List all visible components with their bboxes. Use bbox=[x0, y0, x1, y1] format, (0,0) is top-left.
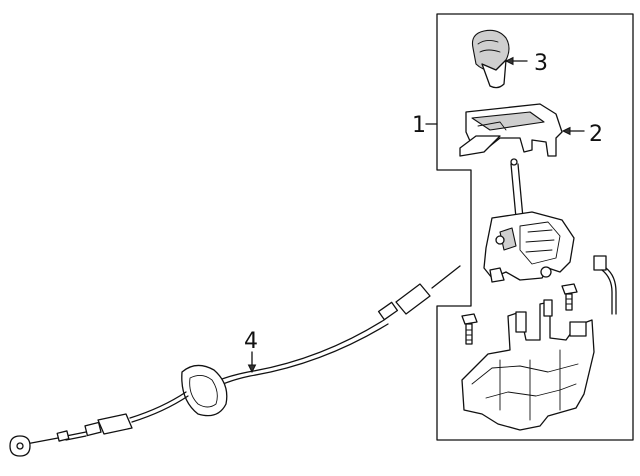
shift-lever bbox=[510, 158, 524, 219]
callout-3-label: 3 bbox=[534, 51, 548, 76]
assembly-bracket bbox=[436, 13, 634, 441]
callout-4-arrowhead bbox=[247, 364, 257, 374]
callout-4-label: 4 bbox=[244, 329, 258, 354]
callout-1-label: 1 bbox=[412, 113, 426, 138]
shifter-mechanism bbox=[483, 211, 575, 283]
shift-cable bbox=[9, 265, 461, 457]
callout-3-arrowhead bbox=[504, 56, 514, 66]
shifter-base bbox=[461, 299, 595, 431]
shift-knob bbox=[471, 29, 510, 89]
shift-bezel bbox=[459, 103, 563, 157]
bolt-right bbox=[561, 283, 578, 311]
callout-2-arrowhead bbox=[561, 126, 571, 136]
callout-2-label: 2 bbox=[589, 122, 603, 147]
bolt-left bbox=[461, 313, 478, 345]
wiring-connector bbox=[593, 255, 617, 315]
